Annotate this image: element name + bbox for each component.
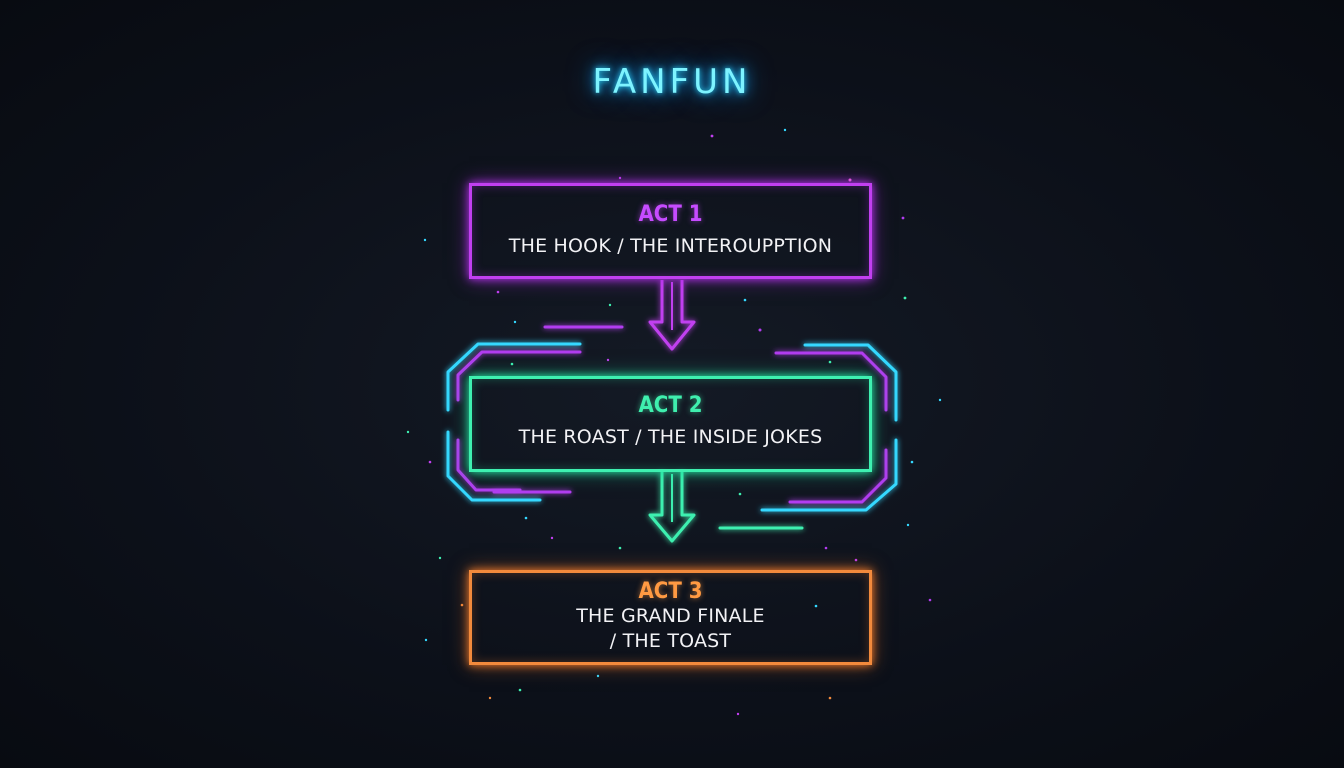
act-2-title: ACT 2 [638,393,703,418]
act-2-box: ACT 2 THE ROAST / THE INSIDE JOKES [469,376,872,472]
loop-right-bracket [718,343,898,530]
brand-logo: FANFUN [592,62,752,102]
act-2-subtitle: THE ROAST / THE INSIDE JOKES [518,426,823,448]
arrow-act1-to-act2 [648,280,696,351]
sparkle-particles [406,128,942,716]
act-1-title: ACT 1 [638,202,703,227]
loop-left-bracket [446,325,624,502]
act-3-box: ACT 3 THE GRAND FINALE / THE TOAST [469,570,872,665]
act-3-subtitle-line-1: THE GRAND FINALE [576,605,765,627]
act-3-title: ACT 3 [638,579,703,604]
act-3-subtitle-line-2: / THE TOAST [609,630,732,652]
act-1-subtitle: THE HOOK / THE INTEROUPPTION [508,235,833,257]
arrow-act2-to-act3 [648,472,696,543]
act-1-box: ACT 1 THE HOOK / THE INTEROUPPTION [469,183,872,279]
